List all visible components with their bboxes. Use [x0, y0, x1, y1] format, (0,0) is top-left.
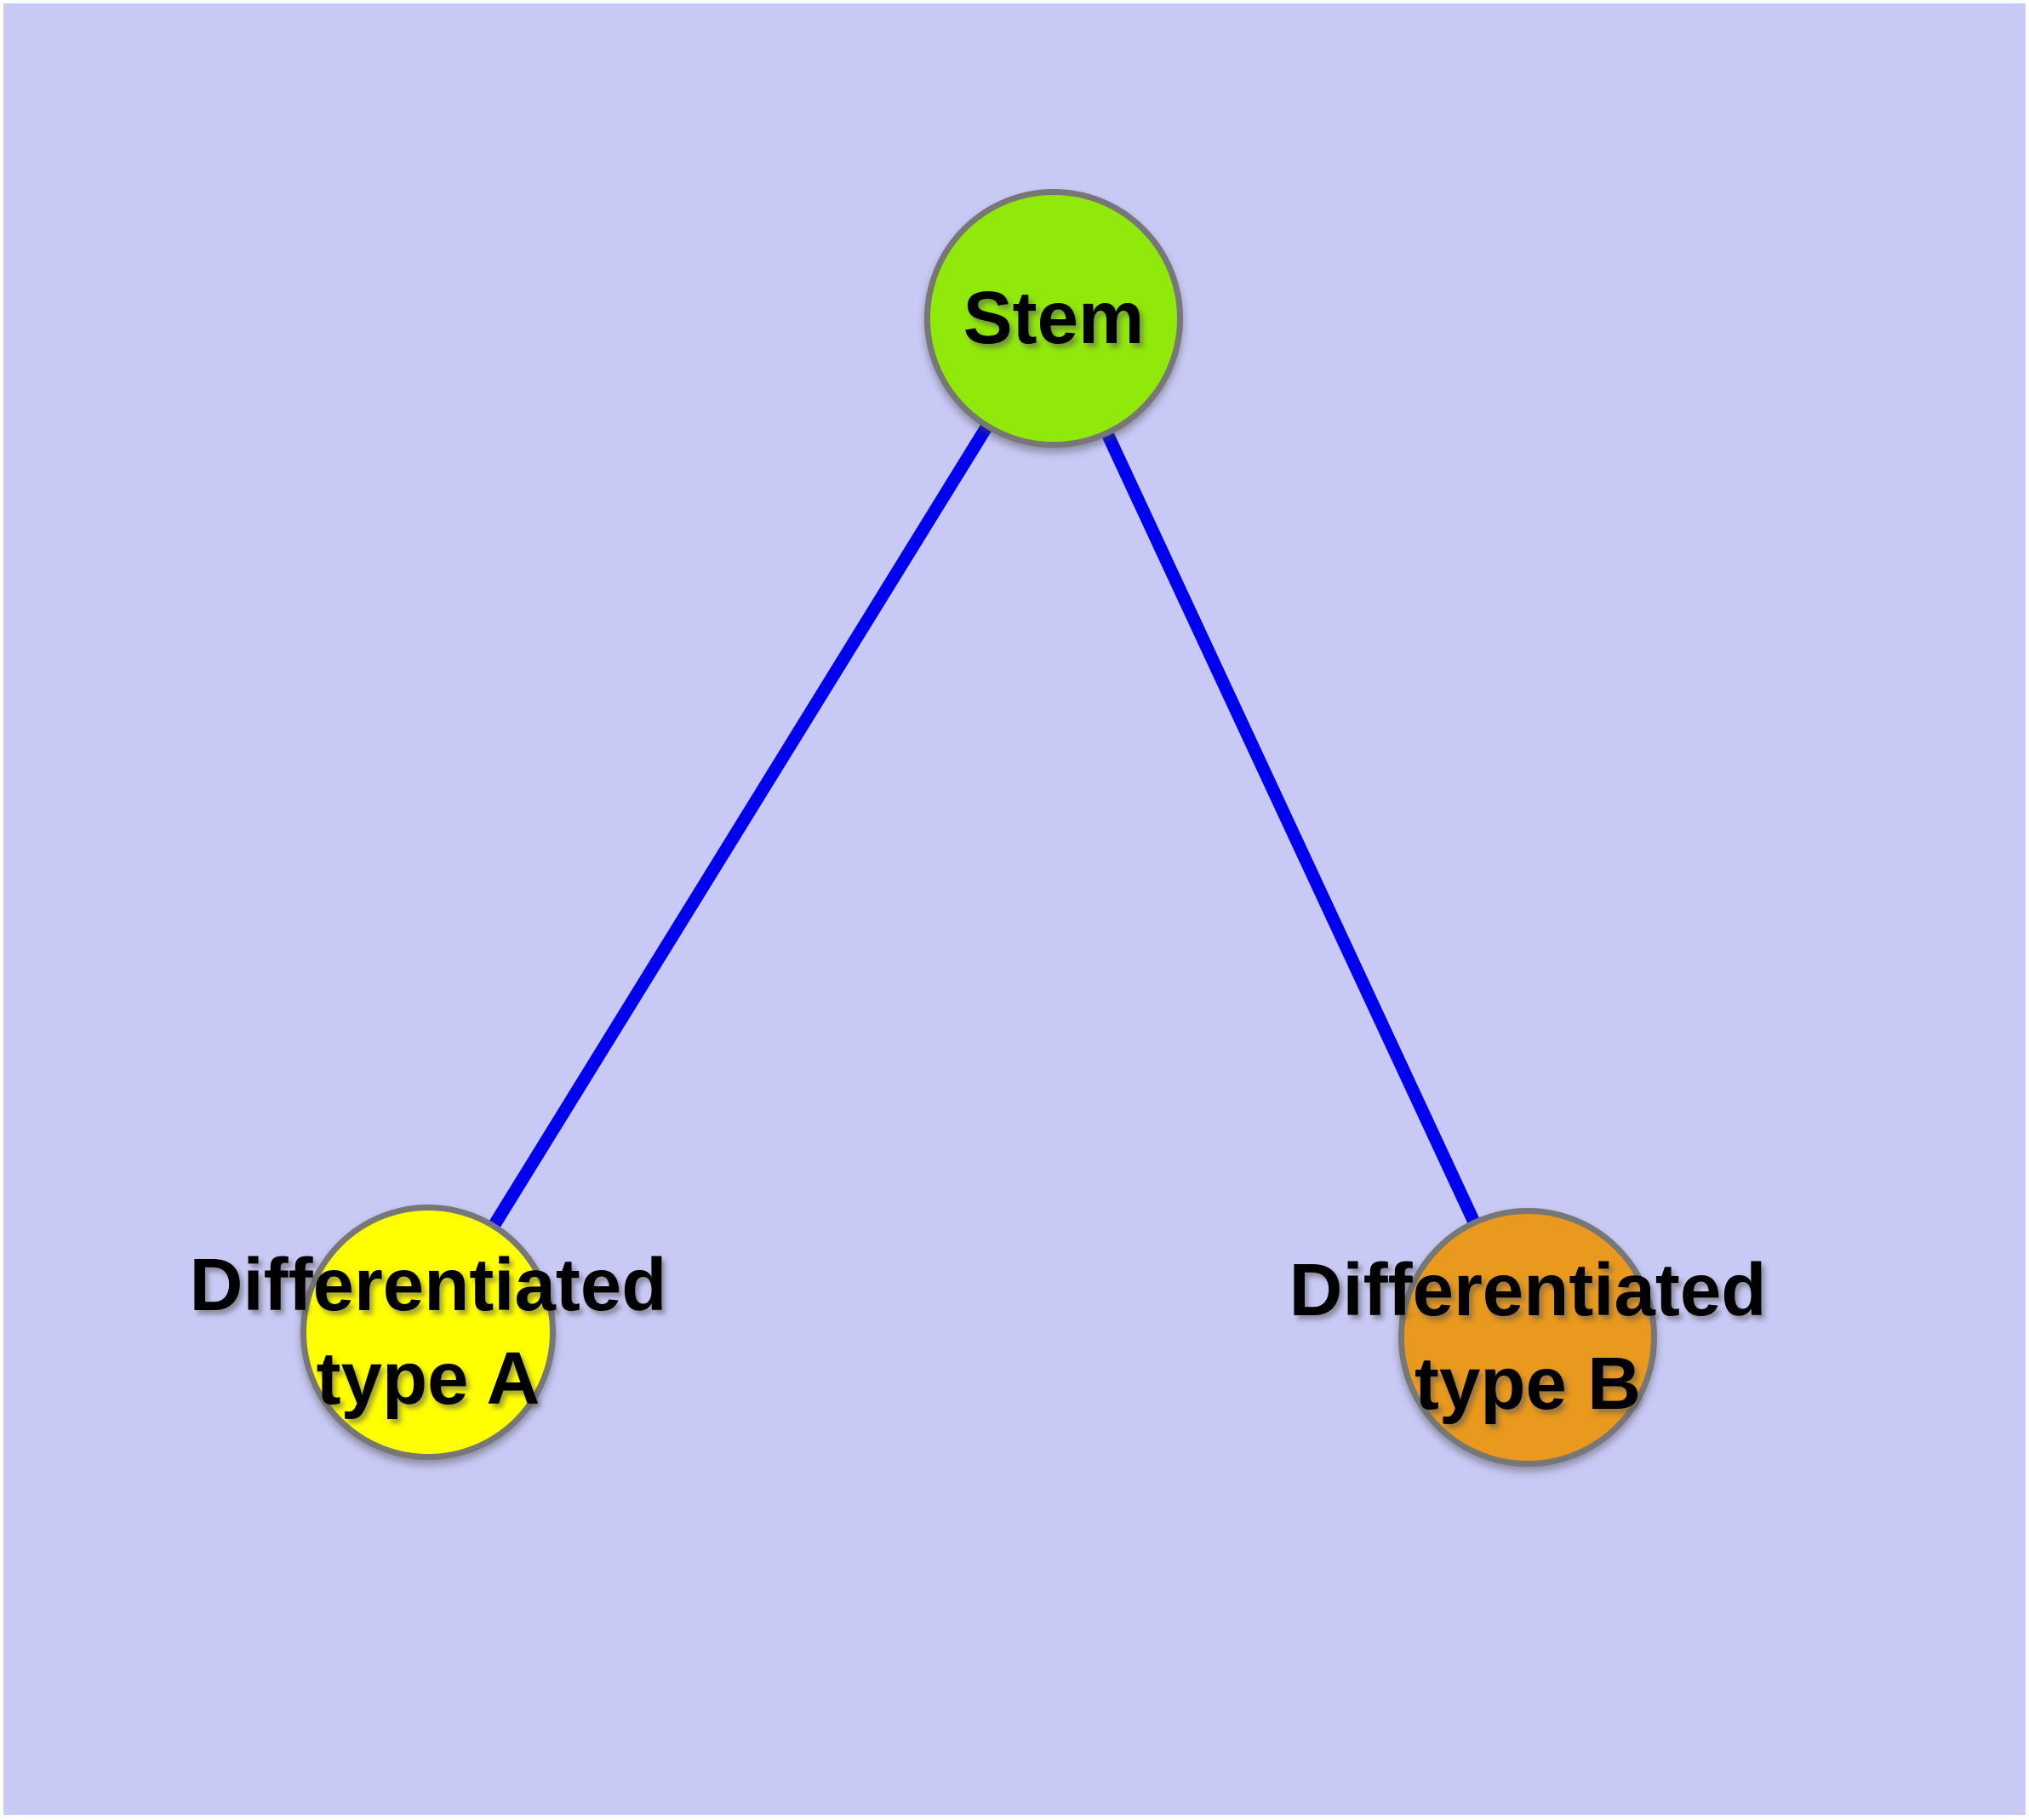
node-label-line: Differentiated — [1289, 1249, 1767, 1331]
node-differentiated-type-b: Differentiated type B — [1289, 1208, 1766, 1467]
node-label-line: type A — [316, 1337, 540, 1420]
node-differentiated-type-a: Differentiated type A — [190, 1205, 666, 1460]
node-differentiated-type-b-label: Differentiated type B — [1289, 1244, 1767, 1431]
node-label-line: Differentiated — [189, 1244, 667, 1326]
node-label-line: Stem — [963, 277, 1145, 359]
node-stem: Stem — [924, 189, 1183, 448]
node-differentiated-type-a-circle — [300, 1205, 556, 1460]
node-differentiated-type-b-circle — [1398, 1208, 1657, 1467]
node-differentiated-type-a-label: Differentiated type A — [190, 1239, 667, 1426]
node-stem-label: Stem — [963, 272, 1145, 365]
node-label-line: type B — [1415, 1342, 1641, 1425]
node-stem-circle — [924, 189, 1183, 448]
